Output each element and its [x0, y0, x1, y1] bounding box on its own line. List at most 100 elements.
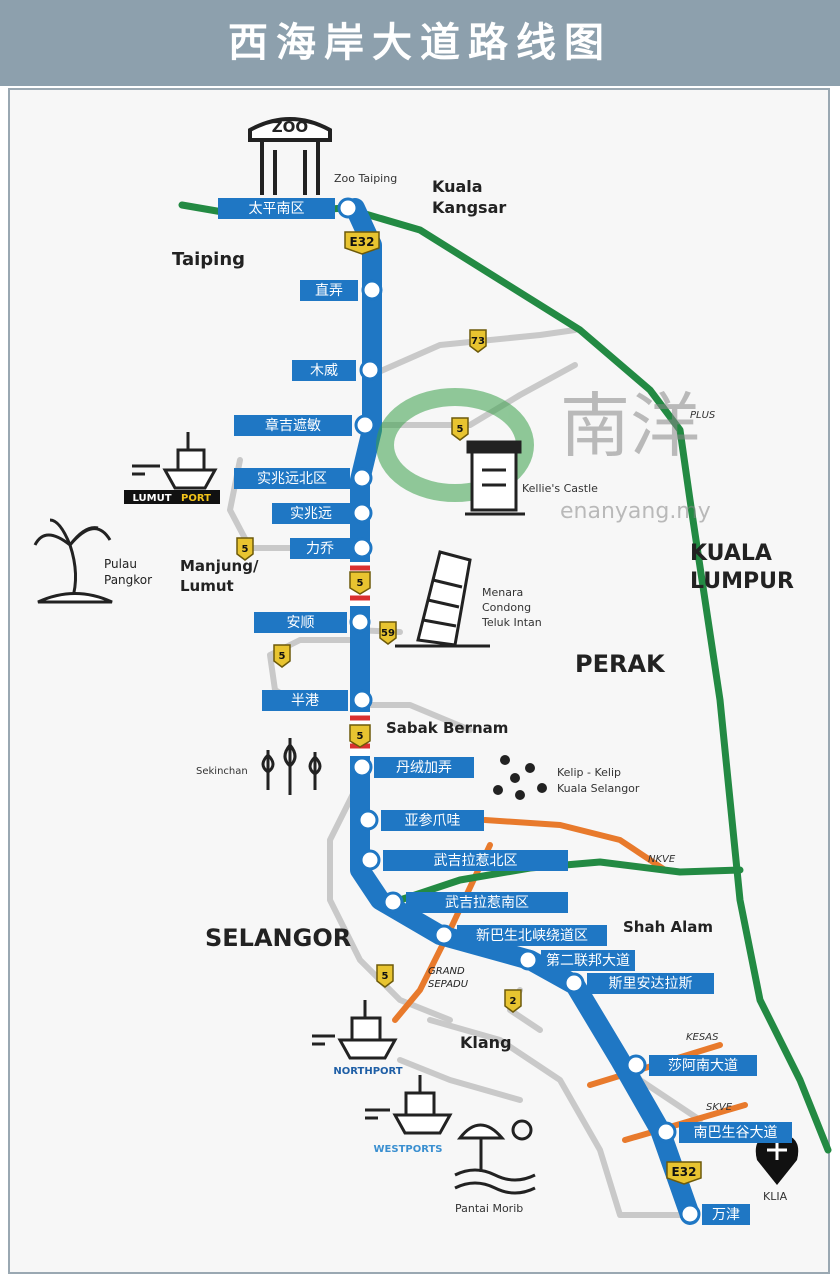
interchange-label: 莎阿南大道 — [668, 1058, 738, 1074]
interchange-marker — [351, 467, 373, 489]
palm-tree-icon — [33, 518, 113, 604]
label-menara-1: Menara — [482, 586, 523, 599]
interchange-marker — [349, 611, 371, 633]
interchange-16: 斯里安达拉斯 — [563, 972, 714, 994]
label-pantai-morib: Pantai Morib — [455, 1202, 523, 1215]
road-badge-7: 59 — [379, 621, 397, 645]
road-badge-2: 5 — [451, 417, 469, 441]
label-nkve: NKVE — [648, 854, 676, 865]
kellies-castle-icon — [465, 440, 525, 516]
road-klang-south — [397, 1057, 523, 1103]
interchange-marker — [359, 849, 381, 871]
interchange-marker — [351, 756, 373, 778]
interchange-label: 万津 — [712, 1207, 740, 1223]
interchange-marker — [517, 949, 539, 971]
place-labels: Taiping Kuala Kangsar Manjung/ Lumut Pul… — [104, 177, 794, 1052]
nkve-orange — [482, 817, 668, 873]
interchange-5: 实兆远北区 — [234, 467, 373, 489]
label-menara-3: Teluk Intan — [481, 616, 542, 629]
interchange-label: 丹绒加弄 — [396, 760, 452, 776]
svg-text:5: 5 — [457, 424, 464, 435]
watermark-url: enanyang.my — [560, 499, 711, 524]
interchange-label-box — [541, 950, 635, 971]
interchange-15: 第二联邦大道 — [517, 949, 635, 971]
interchange-marker — [382, 891, 404, 913]
label-taiping: Taiping — [172, 249, 245, 270]
interchange-7: 力乔 — [290, 537, 373, 559]
svg-text:E32: E32 — [350, 235, 375, 249]
highway-labels: PLUS NKVE KESAS SKVE — [648, 410, 733, 1113]
interchange-14: 新巴生北峡绕道区 — [433, 924, 607, 946]
interchange-label-box — [649, 1055, 757, 1076]
watermark-logo — [376, 388, 534, 502]
interchange-label: 武吉拉惹南区 — [445, 895, 529, 911]
interchange-8: 安顺 — [254, 611, 371, 633]
interchange-18: 南巴生谷大道 — [655, 1121, 792, 1143]
interchange-11: 亚参爪哇 — [357, 809, 484, 831]
label-manjung-2: Lumut — [180, 577, 234, 595]
interchange-4: 章吉遮敏 — [234, 414, 376, 436]
page-title: 西海岸大道路线图 — [228, 20, 612, 66]
landmark-labels: Zoo Taiping Kellie's Castle Menara Condo… — [196, 172, 788, 1215]
interchange-marker — [625, 1054, 647, 1076]
interchange-marker — [433, 924, 455, 946]
label-grand-sepadu-1: GRAND — [428, 966, 465, 977]
interchange-label-box — [381, 810, 484, 831]
interchange-label-box — [587, 973, 714, 994]
svg-text:73: 73 — [471, 336, 485, 347]
west-coast-expressway-route — [345, 198, 700, 1225]
interchange-marker — [351, 502, 373, 524]
interchange-9: 半港 — [262, 689, 373, 711]
interchange-label-box — [292, 360, 356, 381]
interchange-label: 第二联邦大道 — [546, 952, 630, 969]
interchange-marker — [359, 359, 381, 381]
lumut-port-label-b: PORT — [181, 493, 211, 504]
label-klang: Klang — [460, 1033, 512, 1052]
route-badge-1: E32 — [344, 231, 380, 255]
leaning-tower-icon — [395, 550, 490, 648]
firefly-icon — [493, 755, 547, 800]
header-bar: 西海岸大道路线图 — [0, 0, 840, 86]
road-sabak — [357, 702, 473, 733]
interchange-label: 实兆远北区 — [257, 471, 327, 487]
zoo-icon: ZOO — [248, 117, 332, 195]
label-shah-alam: Shah Alam — [623, 918, 713, 936]
label-sabak-bernam: Sabak Bernam — [386, 719, 508, 737]
interchange-label-box — [702, 1204, 750, 1225]
svg-text:5: 5 — [382, 971, 389, 982]
label-kellies-castle: Kellie's Castle — [522, 482, 598, 495]
interchange-label: 木威 — [310, 363, 338, 379]
interchange-label: 直弄 — [315, 282, 343, 299]
road-badge-3: 5 — [236, 537, 254, 561]
grand-sepadu-highway — [392, 842, 493, 1023]
interchange-label: 新巴生北峡绕道区 — [476, 928, 588, 944]
svg-text:5: 5 — [279, 651, 286, 662]
interchange-list: 太平南区直弄木威章吉遮敏实兆远北区实兆远力乔安顺半港丹绒加弄亚参爪哇武吉拉惹北区… — [218, 197, 792, 1225]
paddy-field-icon — [261, 738, 322, 795]
label-klia: KLIA — [763, 1190, 788, 1203]
svg-text:5: 5 — [242, 544, 249, 555]
label-menara-2: Condong — [482, 601, 531, 614]
plus-highway — [178, 201, 832, 1154]
interchange-label: 安顺 — [287, 615, 315, 631]
zoo-sign-text: ZOO — [272, 118, 308, 136]
interchange-12: 武吉拉惹北区 — [359, 849, 568, 871]
interchange-10: 丹绒加弄 — [351, 756, 474, 778]
interchange-label-box — [272, 503, 350, 524]
interchange-2: 直弄 — [300, 279, 383, 301]
beach-icon — [454, 1119, 536, 1195]
interchange-label: 南巴生谷大道 — [694, 1125, 778, 1141]
interchange-13: 武吉拉惹南区 — [382, 891, 568, 913]
interchange-label: 斯里安达拉斯 — [609, 976, 693, 992]
interchange-marker — [361, 279, 383, 301]
road-badge-4: 5 — [273, 644, 291, 668]
interchange-label: 实兆远 — [290, 506, 332, 522]
interchange-label-box — [218, 198, 335, 219]
label-grand-sepadu-2: SEPADU — [428, 979, 469, 990]
interchange-19: 万津 — [679, 1203, 750, 1225]
label-kuala-kangsar-1: Kuala — [432, 177, 483, 196]
interchange-marker — [357, 809, 379, 831]
route-badge-3: 5 — [349, 724, 371, 748]
label-sekinchan: Sekinchan — [196, 766, 248, 777]
